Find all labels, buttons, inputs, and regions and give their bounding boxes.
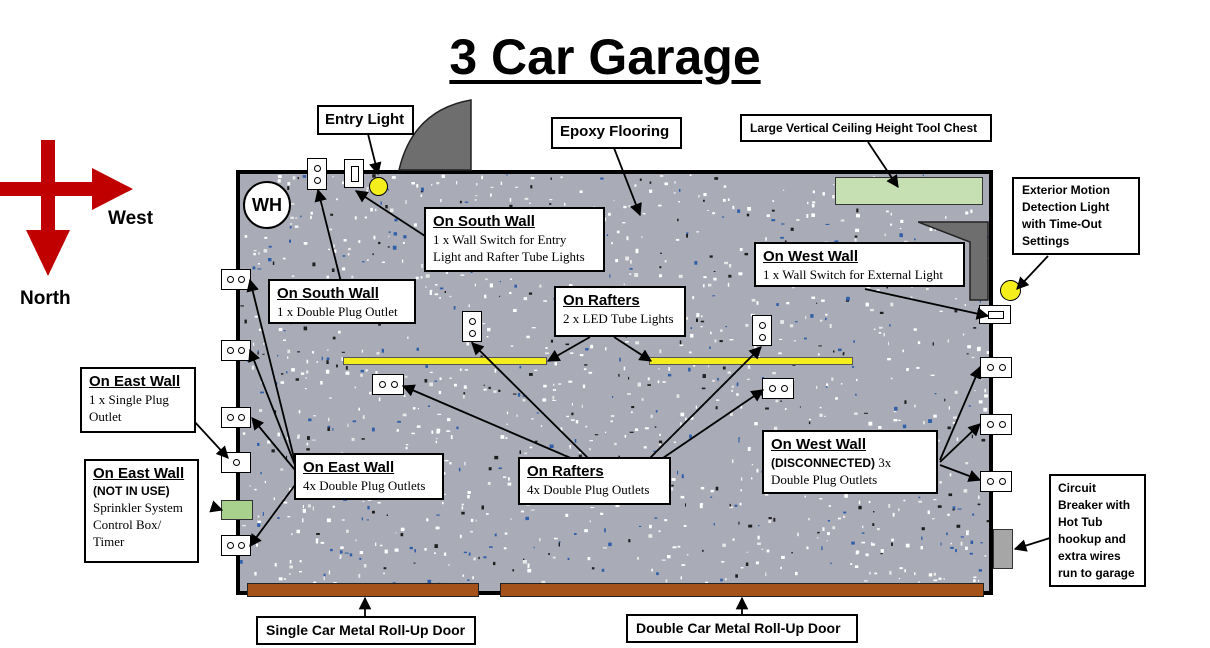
rafter-lights-label: On Rafters 2 x LED Tube Lights <box>554 286 686 337</box>
east-wall-outlets-label: On East Wall 4x Double Plug Outlets <box>294 453 444 500</box>
single-door-label: Single Car Metal Roll-Up Door <box>256 616 476 645</box>
compass-north-label: North <box>20 288 71 309</box>
page-title: 3 Car Garage <box>449 29 761 85</box>
rafter-outlet <box>752 315 772 346</box>
east-wall-outlet <box>221 535 251 556</box>
double-door-label: Double Car Metal Roll-Up Door <box>626 614 858 643</box>
east-wall-outlet <box>221 340 251 361</box>
west-door-notch <box>918 221 989 301</box>
epoxy-flooring-label: Epoxy Flooring <box>551 117 682 149</box>
compass-arrows <box>0 140 133 276</box>
west-wall-outlets-label: On West Wall (DISCONNECTED) 3x Double Pl… <box>762 430 938 494</box>
rafter-outlet <box>462 311 482 342</box>
north-arrow <box>26 140 70 276</box>
compass-west-label: West <box>108 208 154 229</box>
led-tube-light <box>343 357 547 365</box>
south-wall-outlet-label: On South Wall 1 x Double Plug Outlet <box>268 279 416 324</box>
east-wall-single-outlet-label: On East Wall 1 x Single Plug Outlet <box>80 367 196 433</box>
east-wall-sprinkler-label: On East Wall (NOT IN USE) Sprinkler Syst… <box>84 459 199 563</box>
west-wall-switch-label: On West Wall 1 x Wall Switch for Externa… <box>754 242 965 287</box>
rafter-outlet <box>762 378 794 399</box>
single-car-door <box>247 583 479 597</box>
south-wall-switch-label: On South Wall 1 x Wall Switch for Entry … <box>424 207 605 272</box>
west-arrow <box>0 168 133 210</box>
tool-chest-label: Large Vertical Ceiling Height Tool Chest <box>740 114 992 142</box>
tool-chest <box>835 177 983 205</box>
circuit-breaker <box>993 529 1013 569</box>
east-wall-outlet <box>221 407 251 428</box>
motion-light-label: Exterior Motion Detection Light with Tim… <box>1012 177 1140 255</box>
water-heater: WH <box>243 181 291 229</box>
entry-door <box>398 99 472 171</box>
rafter-outlets-label: On Rafters 4x Double Plug Outlets <box>518 457 671 505</box>
motion-light-fixture <box>1000 280 1021 301</box>
entry-light-fixture <box>369 177 388 196</box>
circuit-breaker-label: Circuit Breaker with Hot Tub hookup and … <box>1049 474 1146 587</box>
rafter-outlet <box>372 374 404 395</box>
entry-light-label: Entry Light <box>317 105 414 135</box>
west-wall-outlet <box>980 471 1012 492</box>
south-wall-switch <box>344 159 364 188</box>
double-car-door <box>500 583 984 597</box>
